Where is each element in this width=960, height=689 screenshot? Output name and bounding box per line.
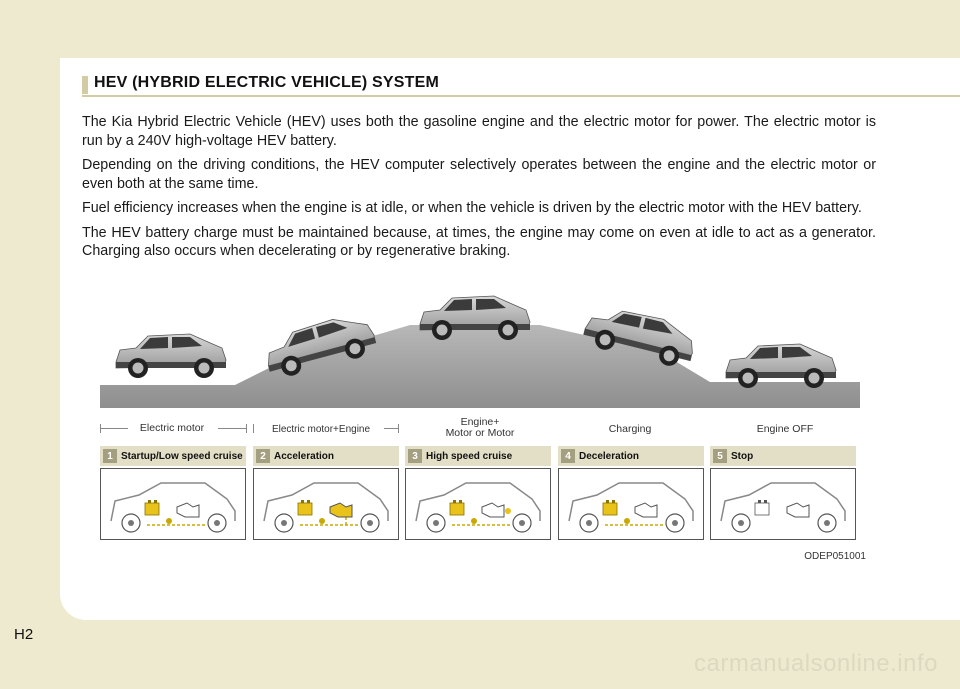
bracket-tick [398,424,399,433]
step-number-badge: 1 [103,449,117,463]
bracket-line [384,428,398,429]
paragraph: The Kia Hybrid Electric Vehicle (HEV) us… [82,114,876,149]
step-panel-4: 4 Deceleration [558,446,704,540]
paragraph: The HEV battery charge must be maintaine… [82,224,876,260]
title-accent-bar [82,76,88,94]
step-title: Startup/Low speed cruise [121,450,243,462]
hev-operation-panels: 1 Startup/Low speed cruise 2 Acceleratio… [100,446,860,542]
step-title: High speed cruise [426,450,513,462]
step-panel-2: 2 Acceleration [253,446,399,540]
battery-icon [602,502,618,516]
engine-icon [329,502,353,518]
section-header: HEV (HYBRID ELECTRIC VEHICLE) SYSTEM [82,74,960,98]
step-header: 3 High speed cruise [405,446,551,466]
bracket-line [218,428,246,429]
battery-icon [754,502,770,516]
mode-motor-engine: Electric motor+Engine [271,424,371,435]
bracket-tick [253,424,254,433]
paragraph: Fuel efficiency increases when the engin… [82,200,862,216]
step-header: 1 Startup/Low speed cruise [100,446,246,466]
paragraph: Depending on the driving conditions, the… [82,157,876,192]
bracket-line [100,428,128,429]
engine-icon [786,502,810,518]
car-stop [725,343,837,389]
step-title: Deceleration [579,450,640,462]
step-number-badge: 3 [408,449,422,463]
step-panel-1: 1 Startup/Low speed cruise [100,446,246,540]
powertrain-schematic [110,482,236,533]
powertrain-diagram [405,468,551,540]
motor-icon [471,518,477,524]
section-title: HEV (HYBRID ELECTRIC VEHICLE) SYSTEM [94,74,440,91]
step-panel-3: 3 High speed cruise [405,446,551,540]
step-number-badge: 4 [561,449,575,463]
body-text: The Kia Hybrid Electric Vehicle (HEV) us… [82,113,876,267]
driving-scene-illustration [100,295,860,408]
step-title: Stop [731,450,754,462]
step-panel-5: 5 Stop [710,446,856,540]
step-title: Acceleration [274,450,335,462]
watermark: carmanualsonline.info [694,650,938,677]
mode-electric-motor: Electric motor [139,422,205,434]
road-hill [100,325,860,408]
title-rule [82,95,960,97]
figure-code: ODEP051001 [804,551,866,562]
engine-icon [634,502,658,518]
powertrain-diagram [710,468,856,540]
step-header: 2 Acceleration [253,446,399,466]
battery-icon [144,502,160,516]
mode-engine-motor-line1: Engine+ [460,416,500,428]
powertrain-schematic [720,482,846,533]
motor-icon [166,518,172,524]
engine-icon [176,502,200,518]
battery-icon [297,502,313,516]
powertrain-schematic [568,482,694,533]
drive-mode-labels: Electric motor Electric motor+Engine Eng… [100,416,860,446]
engine-icon [481,502,505,518]
step-header: 5 Stop [710,446,856,466]
powertrain-diagram [558,468,704,540]
mode-engine-off: Engine OFF [756,423,814,435]
battery-icon [449,502,465,516]
powertrain-schematic [263,482,389,533]
page-number: H2 [14,626,34,643]
step-number-badge: 5 [713,449,727,463]
bracket-tick [246,424,247,433]
step-header: 4 Deceleration [558,446,704,466]
motor-icon [624,518,630,524]
motor-icon [319,518,325,524]
powertrain-diagram [100,468,246,540]
mode-engine-motor-line2: Motor or Motor [445,427,515,439]
powertrain-diagram [253,468,399,540]
step-number-badge: 2 [256,449,270,463]
mode-charging: Charging [608,423,652,435]
powertrain-schematic [415,482,541,533]
car-startup [115,333,227,379]
